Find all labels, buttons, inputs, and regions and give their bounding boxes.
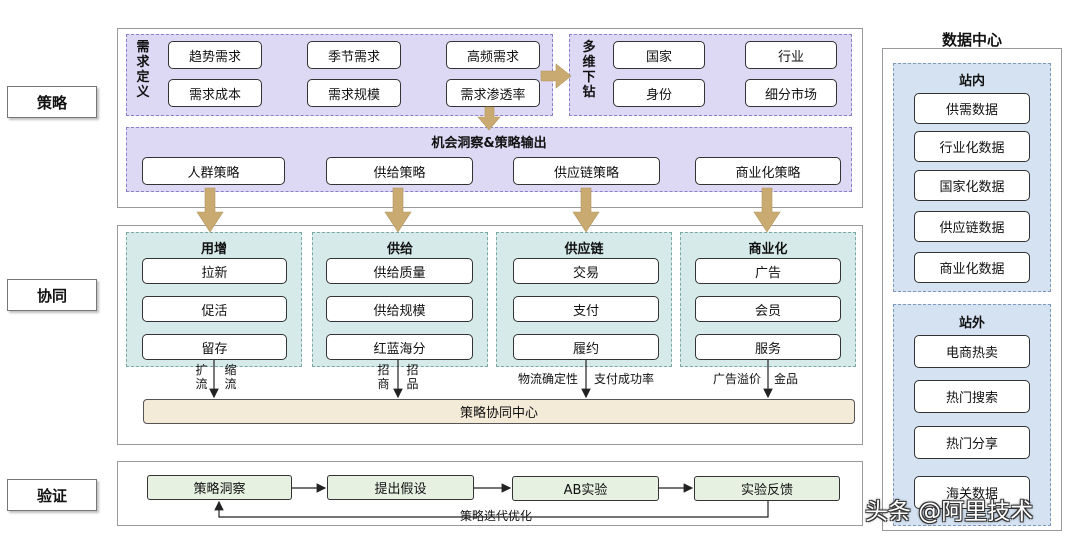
outside-hot-share: 热门分享 — [914, 426, 1030, 459]
verify-step-ab-test: AB实验 — [512, 476, 659, 501]
arrow-commercial-to-commercial — [753, 187, 781, 233]
drill-down-title: 多维下钻 — [582, 40, 596, 100]
verify-loop-label: 策略迭代优化 — [460, 509, 533, 523]
strategy-supply: 供给策略 — [326, 157, 473, 185]
supply-item-quality: 供给质量 — [326, 258, 473, 284]
collab-col-supply-title: 供给 — [386, 242, 413, 257]
feed-label-payment-rate: 支付成功率 — [594, 372, 655, 386]
drill-item-identity: 身份 — [613, 79, 705, 107]
commercial-item-ads: 广告 — [695, 258, 841, 284]
feed-label-logistics: 物流确定性 — [518, 372, 579, 386]
outside-hot-sales: 电商热卖 — [914, 335, 1030, 368]
chain-item-trade: 交易 — [513, 258, 659, 284]
demand-item-cost: 需求成本 — [168, 79, 262, 107]
growth-item-activate: 促活 — [142, 296, 287, 322]
growth-item-acquire: 拉新 — [142, 258, 287, 284]
opportunity-title: 机会洞察&策略输出 — [431, 136, 547, 151]
collab-col-supply-chain-title: 供应链 — [564, 242, 604, 257]
watermark: 头条 @阿里技术 — [865, 499, 1034, 525]
feed-label-merchant: 招商 — [377, 363, 390, 391]
arrow-demand-to-drill — [540, 63, 572, 89]
inside-country: 国家化数据 — [914, 170, 1030, 201]
arrow-chain-to-chain — [572, 187, 600, 233]
inside-industry: 行业化数据 — [914, 131, 1030, 162]
demand-item-season: 季节需求 — [307, 41, 401, 69]
collab-col-commercial-title: 商业化 — [748, 242, 788, 257]
supply-item-scale: 供给规模 — [326, 296, 473, 322]
strategy-label: 策略 — [7, 86, 97, 118]
flow-loop-back — [214, 500, 769, 518]
supply-item-ocean: 红蓝海分 — [326, 334, 473, 360]
outside-customs: 海关数据 — [914, 476, 1030, 509]
arrow-demand-to-opportunity — [477, 106, 501, 131]
outside-data-title: 站外 — [958, 316, 985, 331]
inside-supply-demand: 供需数据 — [914, 93, 1030, 124]
feed-label-gold: 金品 — [774, 372, 799, 386]
strategy-commercial: 商业化策略 — [695, 157, 841, 185]
commercial-item-service: 服务 — [695, 334, 841, 360]
verify-step-hypothesis: 提出假设 — [327, 475, 474, 500]
demand-item-frequency: 高频需求 — [446, 41, 540, 69]
chain-item-pay: 支付 — [513, 296, 659, 322]
drill-item-country: 国家 — [613, 41, 705, 69]
collab-col-growth-title: 用增 — [200, 242, 227, 257]
arrow-crowd-to-growth — [196, 187, 224, 233]
feed-label-ad-premium: 广告溢价 — [713, 372, 762, 386]
verify-label: 验证 — [7, 479, 97, 511]
arrow-supply-to-supply — [384, 187, 412, 233]
demand-definition-title: 需求定义 — [136, 40, 150, 100]
drill-item-industry: 行业 — [745, 41, 837, 69]
data-center-title: 数据中心 — [941, 31, 1002, 49]
collab-label: 协同 — [7, 279, 97, 311]
strategy-crowd: 人群策略 — [142, 157, 285, 185]
inside-supply-chain: 供应链数据 — [914, 211, 1030, 242]
drill-item-segment: 细分市场 — [745, 79, 837, 107]
inside-commercial: 商业化数据 — [914, 252, 1030, 283]
chain-item-fulfill: 履约 — [513, 334, 659, 360]
outside-hot-search: 热门搜索 — [914, 380, 1030, 413]
demand-item-trend: 趋势需求 — [168, 41, 262, 69]
strategy-coordination-center: 策略协同中心 — [143, 399, 855, 424]
feed-label-expand: 扩流 — [195, 363, 208, 391]
verify-step-feedback: 实验反馈 — [694, 476, 840, 501]
demand-item-scale: 需求规模 — [307, 79, 401, 107]
inside-data-title: 站内 — [958, 74, 985, 89]
strategy-supply-chain: 供应链策略 — [513, 157, 660, 185]
growth-item-retain: 留存 — [142, 334, 287, 360]
feed-label-shrink: 缩流 — [224, 363, 237, 391]
demand-item-penetration: 需求渗透率 — [446, 79, 540, 107]
commercial-item-member: 会员 — [695, 296, 841, 322]
verify-step-insight: 策略洞察 — [147, 475, 292, 500]
feed-label-product: 招品 — [406, 363, 419, 391]
